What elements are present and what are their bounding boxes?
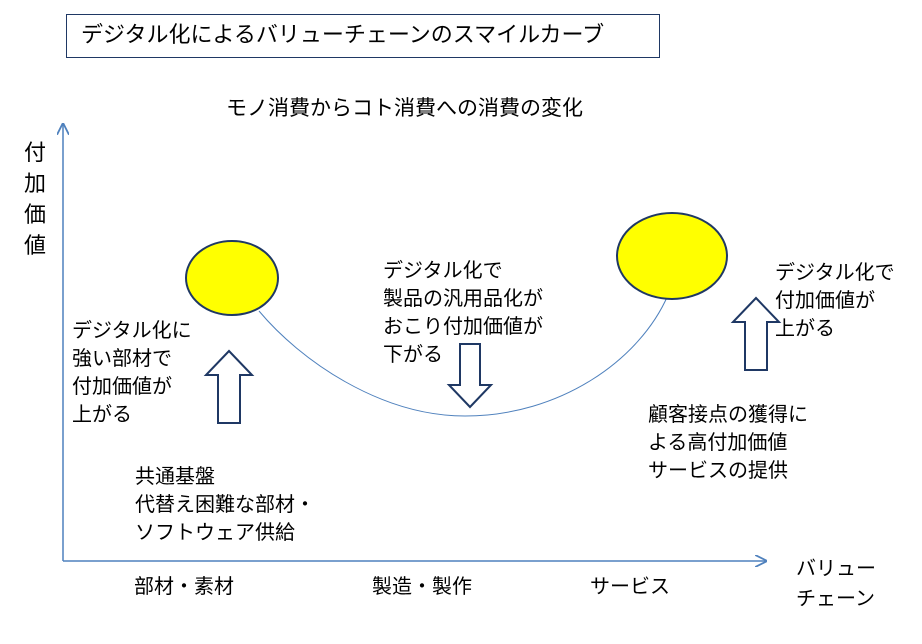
annotation-left-bottom: 共通基盤 代替え困難な部材・ ソフトウェア供給 (135, 464, 315, 544)
x-axis-label-line2: チェーン (796, 586, 875, 610)
annotation-left: デジタル化に 強い部材で 付加価値が 上がる (72, 318, 192, 426)
category-service: サービス (590, 574, 670, 598)
up-arrow-right (730, 296, 782, 371)
smile-curve (258, 294, 669, 417)
y-axis-label: 付加価値 (24, 141, 47, 259)
down-arrow-middle (446, 343, 494, 409)
diagram-subtitle: モノ消費からコト消費への消費の変化 (226, 96, 583, 120)
category-manufacturing: 製造・製作 (372, 574, 472, 598)
up-arrow-left (203, 349, 255, 424)
x-axis-label-line1: バリュー (796, 556, 876, 580)
annotation-right-top: デジタル化で 付加価値が 上がる (775, 260, 895, 340)
category-materials: 部材・素材 (134, 574, 234, 598)
annotation-middle: デジタル化で 製品の汎用品化が おこり付加価値が 下がる (383, 258, 543, 366)
left-value-ellipse (185, 240, 279, 316)
annotation-right-bottom: 顧客接点の獲得に よる高付加価値 サービスの提供 (648, 402, 808, 482)
right-value-ellipse (616, 212, 728, 300)
diagram-title: デジタル化によるバリューチェーンのスマイルカーブ (66, 14, 660, 58)
